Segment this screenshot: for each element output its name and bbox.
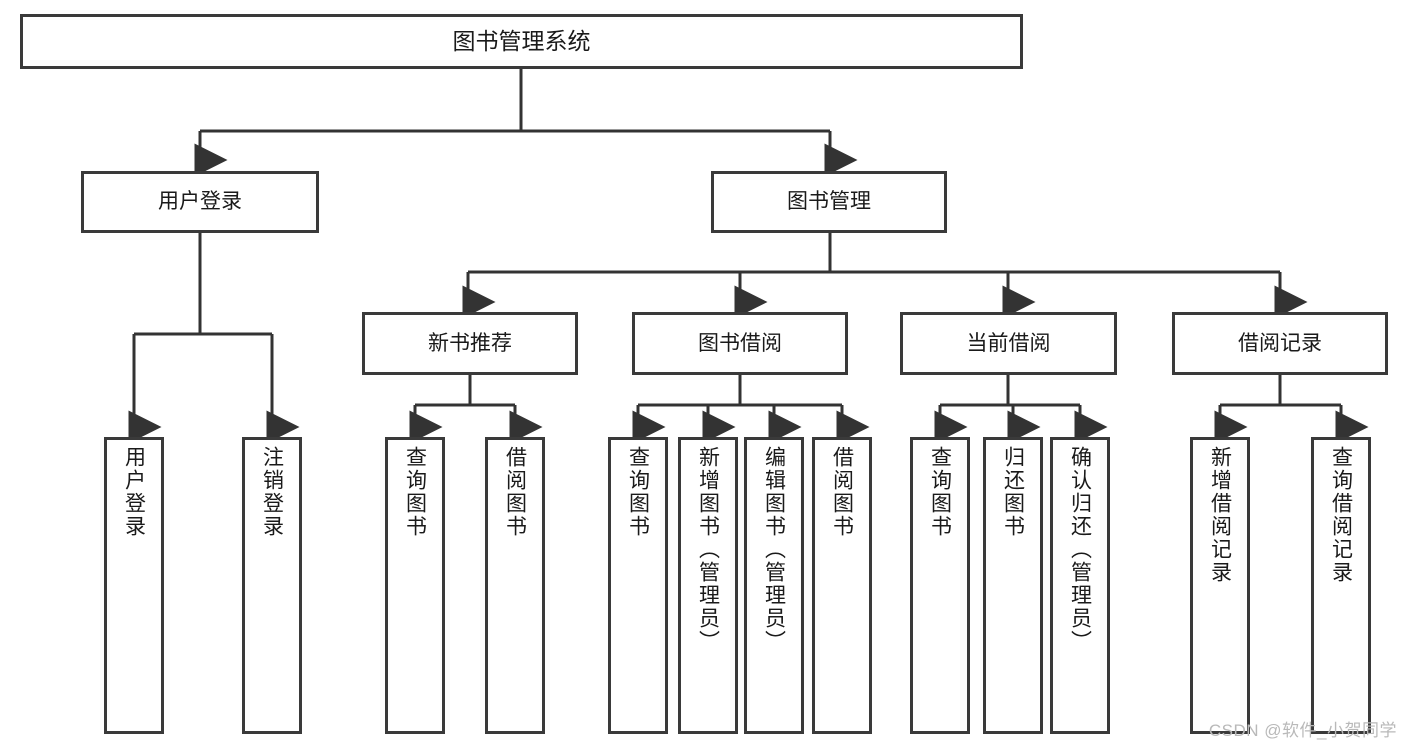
leaf-add-book-admin-label: 新增图书（管理员） bbox=[696, 446, 720, 653]
leaf-edit-book-admin-label: 编辑图书（管理员） bbox=[762, 446, 786, 653]
leaf-search-borrow-record-label: 查询借阅记录 bbox=[1329, 446, 1353, 584]
leaf-logout-label: 注销登录 bbox=[260, 446, 284, 538]
csdn-watermark: CSDN @软件_小贺同学 bbox=[1208, 721, 1397, 740]
leaf-search-book-recommend-label: 查询图书 bbox=[403, 446, 427, 538]
leaf-search-book-current[interactable]: 查询图书 bbox=[910, 437, 970, 734]
leaf-confirm-return-admin-label: 确认归还（管理员） bbox=[1068, 446, 1092, 653]
node-book-borrow[interactable]: 图书借阅 bbox=[632, 312, 848, 375]
leaf-borrow-book[interactable]: 借阅图书 bbox=[812, 437, 872, 734]
node-book-management-label: 图书管理 bbox=[787, 190, 871, 214]
node-book-borrow-label: 图书借阅 bbox=[698, 331, 782, 355]
leaf-search-book-current-label: 查询图书 bbox=[928, 446, 952, 538]
leaf-logout[interactable]: 注销登录 bbox=[242, 437, 302, 734]
leaf-add-borrow-record[interactable]: 新增借阅记录 bbox=[1190, 437, 1250, 734]
node-current-borrow[interactable]: 当前借阅 bbox=[900, 312, 1117, 375]
node-borrow-record-label: 借阅记录 bbox=[1238, 331, 1322, 355]
leaf-borrow-book-recommend[interactable]: 借阅图书 bbox=[485, 437, 545, 734]
node-new-book-recommend[interactable]: 新书推荐 bbox=[362, 312, 578, 375]
node-new-book-recommend-label: 新书推荐 bbox=[428, 331, 512, 355]
leaf-search-borrow-record[interactable]: 查询借阅记录 bbox=[1311, 437, 1371, 734]
leaf-add-borrow-record-label: 新增借阅记录 bbox=[1208, 446, 1232, 584]
node-current-borrow-label: 当前借阅 bbox=[966, 331, 1051, 355]
leaf-user-login-label: 用户登录 bbox=[122, 446, 146, 538]
leaf-confirm-return-admin[interactable]: 确认归还（管理员） bbox=[1050, 437, 1110, 734]
node-book-management[interactable]: 图书管理 bbox=[711, 171, 947, 233]
leaf-borrow-book-recommend-label: 借阅图书 bbox=[503, 446, 527, 538]
node-user-login-label: 用户登录 bbox=[158, 190, 242, 214]
node-user-login[interactable]: 用户登录 bbox=[81, 171, 319, 233]
leaf-return-book[interactable]: 归还图书 bbox=[983, 437, 1043, 734]
leaf-borrow-book-label: 借阅图书 bbox=[830, 446, 854, 538]
leaf-search-book-label: 查询图书 bbox=[626, 446, 650, 538]
leaf-return-book-label: 归还图书 bbox=[1001, 446, 1025, 538]
node-root-label: 图书管理系统 bbox=[452, 27, 591, 54]
node-root[interactable]: 图书管理系统 bbox=[20, 14, 1023, 69]
leaf-user-login[interactable]: 用户登录 bbox=[104, 437, 164, 734]
leaf-edit-book-admin[interactable]: 编辑图书（管理员） bbox=[744, 437, 804, 734]
leaf-add-book-admin[interactable]: 新增图书（管理员） bbox=[678, 437, 738, 734]
node-borrow-record[interactable]: 借阅记录 bbox=[1172, 312, 1388, 375]
leaf-search-book[interactable]: 查询图书 bbox=[608, 437, 668, 734]
leaf-search-book-recommend[interactable]: 查询图书 bbox=[385, 437, 445, 734]
